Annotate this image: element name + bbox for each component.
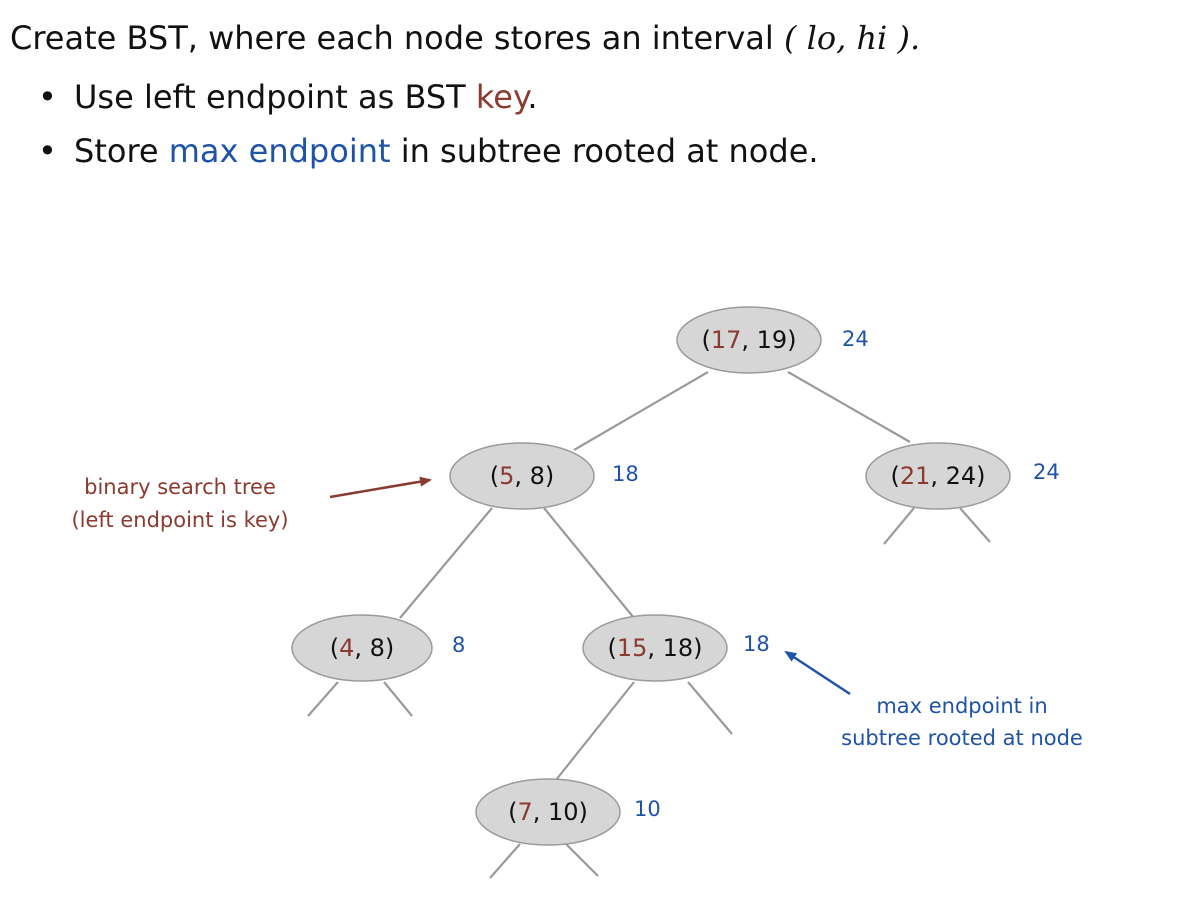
node-hi: 8 [370,634,385,662]
node-interval: (17, 19) [701,326,796,354]
node-lo: 4 [339,634,354,662]
node-max-endpoint: 18 [743,632,770,656]
edge-5-15 [543,507,635,619]
tree-node-7: (7, 10) 10 [475,778,661,846]
tree-nodes: (17, 19) 24 (5, 8) 18 (21, 24) 24 (4, 8)… [291,306,1060,846]
stub-4-left [307,681,339,717]
node-max-endpoint: 18 [612,462,639,486]
node-ellipse [582,614,728,682]
node-interval: (5, 8) [490,462,555,490]
stub-4-right [383,681,413,717]
node-hi: 18 [663,634,694,662]
stub-7-right [565,843,599,877]
interval-open: ( [783,19,797,57]
tree-node-5: (5, 8) 18 [449,442,639,510]
node-ellipse [475,778,621,846]
tree-edges [307,371,991,879]
edge-15-7 [555,681,635,781]
slide-heading: Create BST, where each node stores an in… [10,16,920,60]
node-hi: 19 [757,326,788,354]
node-interval: (15, 18) [607,634,702,662]
tree-node-21: (21, 24) 24 [865,442,1060,510]
bullet-key-pre: Use left endpoint as BST [74,78,476,116]
bullet-key: Use left endpoint as BST key. [38,70,819,124]
node-max-endpoint: 24 [842,327,869,351]
node-ellipse [449,442,595,510]
tree-node-4: (4, 8) 8 [291,614,465,682]
bullet-list: Use left endpoint as BST key. Store max … [38,70,819,178]
node-interval: (21, 24) [890,462,985,490]
node-lo: 21 [900,462,931,490]
annotation-bst-line1: binary search tree [84,475,276,499]
annotation-max-arrow [784,650,851,696]
bullet-max: Store max endpoint in subtree rooted at … [38,124,819,178]
bullet-max-highlight: max endpoint [168,132,391,170]
interval-close: ). [897,19,921,57]
bullet-max-pre: Store [74,132,169,170]
tree-node-15: (15, 18) 18 [582,614,770,682]
bullet-max-post: in subtree rooted at node. [390,132,819,170]
node-max-endpoint: 10 [634,797,661,821]
stub-7-left [489,843,521,879]
node-lo: 15 [617,634,648,662]
annotation-max-line2: subtree rooted at node [841,726,1083,750]
node-hi: 24 [946,462,977,490]
node-lo: 7 [517,798,532,826]
annotation-bst: binary search tree (left endpoint is key… [71,475,432,532]
annotation-max: max endpoint in subtree rooted at node [784,650,1083,750]
tree-node-17: (17, 19) 24 [676,306,869,374]
node-ellipse [291,614,433,682]
node-hi: 8 [530,462,545,490]
heading-text: Create BST, where each node stores an in… [10,19,774,57]
node-max-endpoint: 24 [1033,460,1060,484]
node-hi: 10 [548,798,579,826]
node-ellipse [865,442,1011,510]
stub-15-right [687,681,733,735]
edge-17-5 [573,371,709,451]
interval-lo: lo, [806,19,847,57]
node-interval: (7, 10) [508,798,588,826]
node-lo: 5 [499,462,514,490]
edge-5-4 [399,507,493,619]
annotation-bst-line2: (left endpoint is key) [71,508,288,532]
bullet-key-post: . [527,78,538,116]
node-ellipse [676,306,822,374]
edge-17-21 [787,371,911,443]
node-lo: 17 [711,326,742,354]
bullet-key-highlight: key [475,78,528,116]
interval-hi: hi [856,19,888,57]
node-interval: (4, 8) [330,634,395,662]
annotation-max-line1: max endpoint in [876,694,1047,718]
annotation-bst-arrow [329,476,432,499]
node-max-endpoint: 8 [452,633,465,657]
interval-notation: ( lo, hi ). [784,19,920,57]
stub-21-right [959,507,991,543]
stub-21-left [883,507,915,545]
